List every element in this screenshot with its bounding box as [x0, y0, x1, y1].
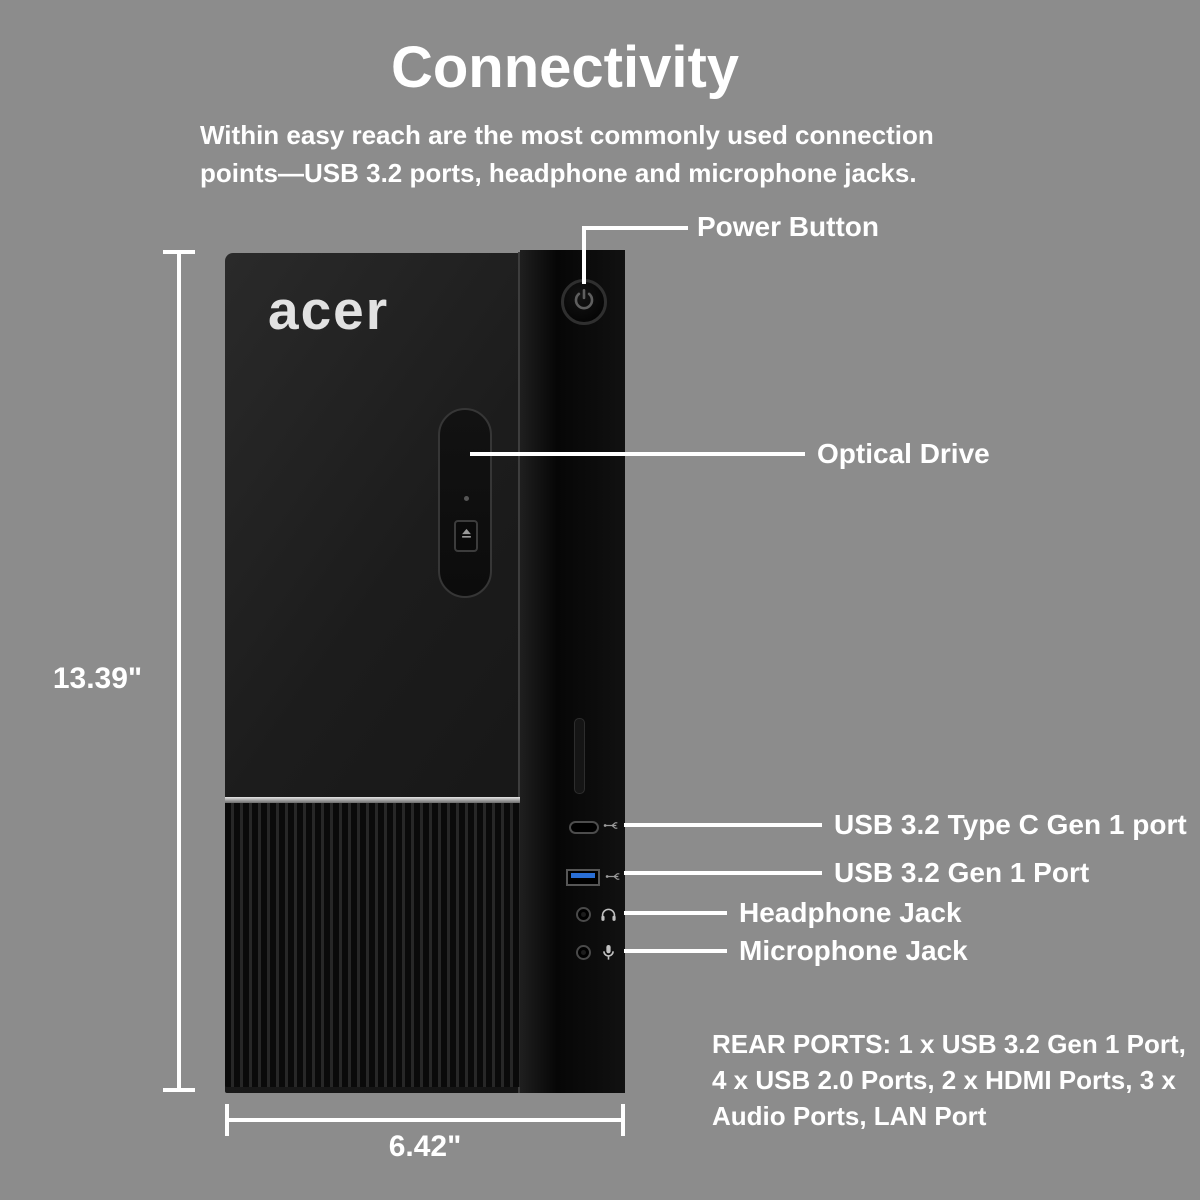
callout-line-usb-c: [624, 823, 822, 827]
callout-line-microphone: [624, 949, 727, 953]
card-reader-slot: [574, 718, 585, 794]
callout-label-headphone-jack: Headphone Jack: [739, 897, 962, 928]
tower-corner-edge: [518, 252, 520, 1093]
tower-side-panel: [520, 250, 625, 1093]
height-dimension-cap-bottom: [163, 1088, 195, 1092]
headphone-icon: [599, 905, 618, 924]
rear-ports-details: 1 x USB 3.2 Gen 1 Port, 4 x USB 2.0 Port…: [712, 1029, 1186, 1131]
eject-button: [454, 520, 478, 552]
power-icon: [571, 287, 597, 318]
callout-line-power-vertical: [582, 226, 586, 284]
subtitle-line-2: points—USB 3.2 ports, headphone and micr…: [200, 158, 917, 188]
headphone-jack-port: [576, 907, 591, 922]
width-dimension-cap-right: [621, 1104, 625, 1136]
front-air-grille: [225, 803, 520, 1087]
callout-label-microphone-jack: Microphone Jack: [739, 935, 968, 966]
usb-a-tongue: [571, 873, 595, 878]
callout-label-power-button: Power Button: [697, 211, 879, 242]
usb-c-port: [569, 821, 599, 834]
height-dimension-label: 13.39": [52, 662, 143, 695]
usb-icon: [605, 871, 622, 882]
rear-ports-text: REAR PORTS: 1 x USB 3.2 Gen 1 Port, 4 x …: [712, 1026, 1192, 1134]
callout-line-usb-a: [624, 871, 822, 875]
width-dimension-line: [227, 1118, 623, 1122]
page-title: Connectivity: [390, 35, 740, 100]
rear-ports-heading: REAR PORTS:: [712, 1029, 892, 1059]
callout-label-usb-a: USB 3.2 Gen 1 Port: [834, 857, 1090, 888]
power-button: [561, 279, 607, 325]
usb-a-port: [566, 869, 600, 886]
usb-icon: [603, 820, 620, 831]
microphone-icon: [599, 943, 618, 962]
width-dimension-cap-left: [225, 1104, 229, 1136]
subtitle-line-1: Within easy reach are the most commonly …: [200, 120, 934, 150]
callout-line-headphone: [624, 911, 727, 915]
height-dimension-cap-top: [163, 250, 195, 254]
page-subtitle: Within easy reach are the most commonly …: [200, 116, 980, 192]
optical-drive-slot: [438, 408, 492, 598]
callout-line-optical-drive: [470, 452, 805, 456]
silver-trim-strip: [225, 797, 520, 803]
acer-logo: acer: [268, 279, 390, 341]
height-dimension-line: [177, 252, 181, 1092]
eject-icon: [459, 526, 474, 546]
width-dimension-label: 6.42": [388, 1130, 462, 1163]
desktop-tower-illustration: acer: [225, 250, 625, 1093]
pinhole-indicator: [464, 496, 469, 501]
callout-label-optical-drive: Optical Drive: [817, 438, 990, 469]
callout-line-power-horizontal: [582, 226, 688, 230]
microphone-jack-port: [576, 945, 591, 960]
callout-label-usb-c: USB 3.2 Type C Gen 1 port: [834, 809, 1187, 840]
